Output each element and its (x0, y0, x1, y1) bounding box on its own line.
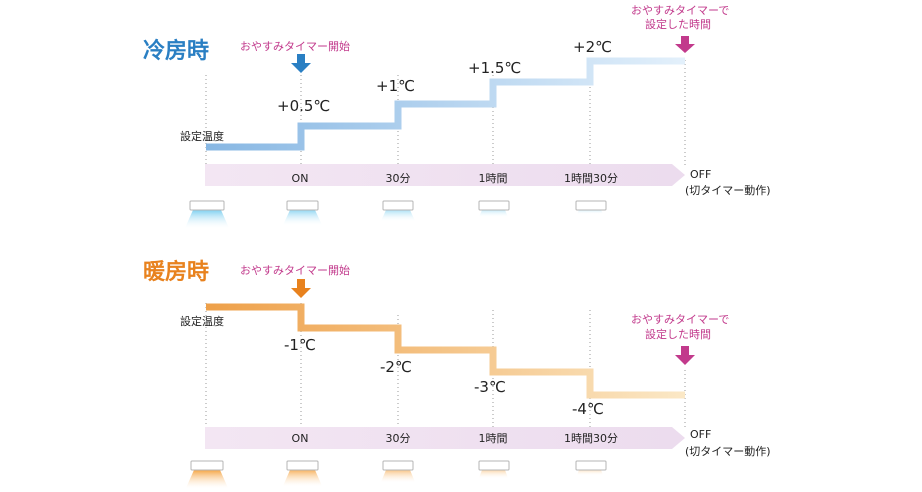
ac-unit-icon (186, 460, 228, 488)
cooling-title: 冷房時 (143, 38, 209, 64)
step-label: -1℃ (284, 336, 316, 354)
set-temperature-label: 設定温度 (180, 314, 224, 328)
step-label: -4℃ (572, 400, 604, 418)
timeline-label: 30分 (386, 172, 411, 185)
sleep-timer-start-label: おやすみタイマー開始 (240, 263, 350, 277)
cooling-timeline-band (205, 164, 685, 186)
ac-unit-icon (575, 460, 607, 475)
timer-set-label: おやすみタイマーで (631, 313, 729, 326)
ac-unit-icon (283, 200, 322, 225)
ac-unit-icon (381, 460, 415, 482)
cooling-section: 冷房時 設定温度 おやすみタイマー開始 +0.5℃ +1℃ +1.5℃ +2℃ … (143, 4, 771, 228)
timer-set-label: おやすみタイマーで (631, 4, 729, 17)
set-temperature-label: 設定温度 (180, 129, 224, 143)
timer-set-label: 設定した時間 (645, 17, 711, 31)
ac-unit-icon (575, 200, 607, 214)
step-label: -3℃ (474, 378, 506, 396)
heating-temperature-step-line (206, 303, 685, 399)
timeline-label: ON (292, 172, 309, 185)
cooling-temperature-step-line (206, 57, 685, 151)
ac-unit-icon (381, 200, 415, 221)
timer-set-arrow-icon (675, 36, 695, 53)
heating-title: 暖房時 (143, 259, 209, 285)
step-label: +0.5℃ (277, 97, 330, 115)
ac-unit-icon (478, 460, 510, 478)
sleep-timer-start-arrow-icon (291, 279, 311, 298)
timeline-label: 30分 (386, 432, 411, 445)
heating-timeline-band (205, 427, 685, 449)
heating-section: 暖房時 設定温度 おやすみタイマー開始 -1℃ -2℃ -3℃ -4℃ おやすみ… (143, 259, 771, 488)
timer-set-label: 設定した時間 (645, 327, 711, 341)
timer-set-arrow-icon (675, 346, 695, 365)
sleep-timer-start-label: おやすみタイマー開始 (240, 39, 350, 53)
step-label: +1.5℃ (468, 59, 521, 77)
ac-unit-icon (478, 200, 510, 217)
sleep-timer-start-arrow-icon (291, 54, 311, 73)
off-label: (切タイマー動作) (685, 183, 771, 197)
off-label: OFF (690, 428, 711, 441)
timeline-label: 1時間30分 (564, 172, 618, 185)
heating-ac-units (186, 460, 607, 488)
heating-guides (205, 303, 686, 428)
off-label: (切タイマー動作) (685, 444, 771, 458)
timeline-label: 1時間 (479, 172, 508, 185)
timeline-label: 1時間30分 (564, 432, 618, 445)
cooling-ac-units (185, 200, 607, 228)
ac-unit-icon (283, 460, 322, 486)
step-label: +2℃ (573, 38, 612, 56)
step-label: +1℃ (376, 77, 415, 95)
off-label: OFF (690, 168, 711, 181)
ac-unit-icon (185, 200, 229, 228)
timeline-label: 1時間 (479, 432, 508, 445)
timeline-label: ON (292, 432, 309, 445)
step-label: -2℃ (380, 358, 412, 376)
